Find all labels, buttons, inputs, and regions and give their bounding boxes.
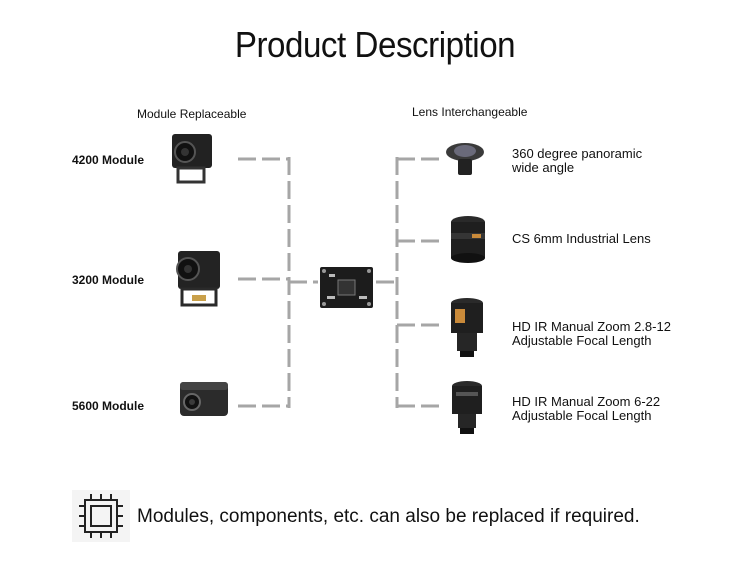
fisheye-lens-icon [446,143,484,175]
lens-line2: Adjustable Focal Length [512,333,652,348]
lens-line1: CS 6mm Industrial Lens [512,231,651,246]
zoom-lens-icon [451,298,483,357]
module-label-3200: 3200 Module [72,273,145,287]
circuit-board-icon [320,267,373,308]
page-title: Product Description [234,24,516,65]
zoom-lens-icon [452,381,482,434]
module-label-4200: 4200 Module [72,153,145,167]
box-camera-icon [180,382,228,416]
lens-line1: HD IR Manual Zoom 6-22 [512,394,661,409]
left-header: Module Replaceable [137,107,247,121]
lens-line1: HD IR Manual Zoom 2.8-12 [512,319,671,334]
lens-line2: wide angle [512,160,575,175]
cs-lens-icon [451,216,485,263]
chip-icon [72,490,130,542]
module-label-5600: 5600 Module [72,399,145,413]
lens-text-zoom-6-22: HD IR Manual Zoom 6-22 Adjustable Focal … [512,395,660,423]
lens-text-cs6mm: CS 6mm Industrial Lens [512,232,651,246]
camera-module-icon [172,134,212,184]
camera-module-icon [176,251,220,307]
lens-line1: 360 degree panoramic [512,146,643,161]
right-header: Lens Interchangeable [412,105,528,119]
lens-text-zoom-2-8-12: HD IR Manual Zoom 2.8-12 Adjustable Foca… [512,320,671,348]
footer-text: Modules, components, etc. can also be re… [137,506,640,527]
lens-text-panoramic: 360 degree panoramic wide angle [512,147,642,175]
lens-line2: Adjustable Focal Length [512,408,652,423]
